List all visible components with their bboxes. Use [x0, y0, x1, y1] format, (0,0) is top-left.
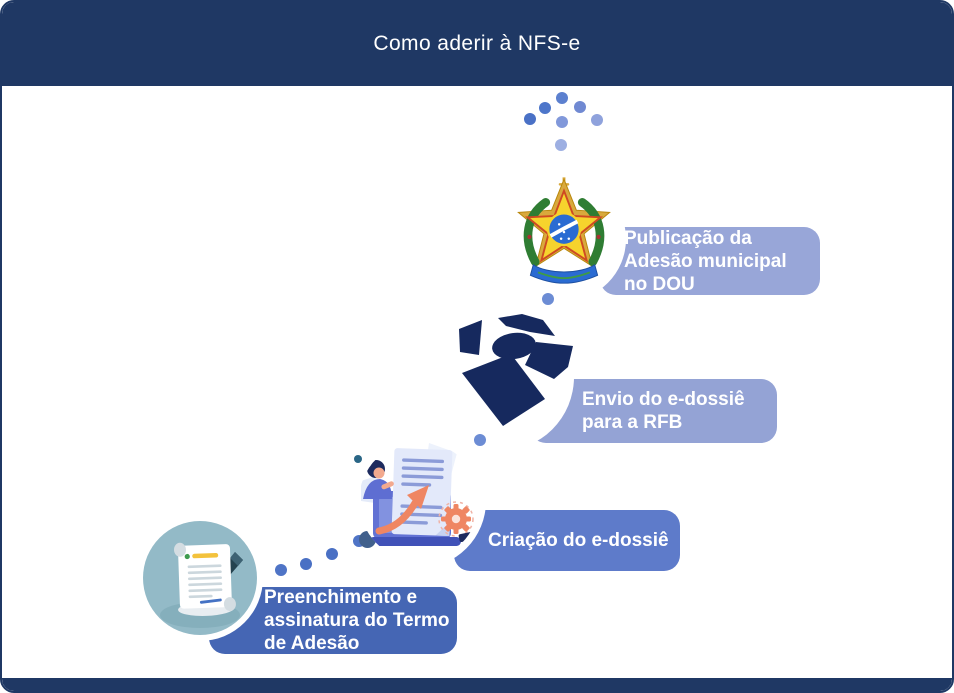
connector-dot [474, 434, 486, 446]
scroll-and-pen-icon [143, 521, 257, 635]
connector-dot [275, 564, 287, 576]
decorative-dot [539, 102, 551, 114]
rfb-logo-icon [456, 313, 574, 427]
decorative-dot [556, 92, 568, 104]
step-label-criacao: Criação do e-dossiê [454, 510, 680, 571]
footer-bar [2, 678, 952, 691]
step-label-line: Preenchimento e [264, 587, 418, 608]
brazil-coat-of-arms-icon [516, 174, 612, 294]
decorative-dot [524, 113, 536, 125]
step-label-line: Adesão municipal [624, 250, 787, 272]
decorative-dot [354, 455, 362, 463]
step-label-line: de Adesão [264, 633, 360, 654]
decorative-dot [591, 114, 603, 126]
header-bar: Como aderir à NFS-e [2, 2, 952, 86]
connector-dot [300, 558, 312, 570]
decorative-dot [556, 116, 568, 128]
step-label-publicacao: Publicação da Adesão municipal no DOU [600, 227, 820, 295]
document-creation-illustration-icon [359, 441, 479, 561]
decorative-dot [574, 101, 586, 113]
step-label-line: Criação do e-dossiê [488, 530, 669, 551]
connector-dot [326, 548, 338, 560]
step-label-line: no DOU [624, 273, 695, 295]
step-label-line: Envio do e-dossiê [582, 389, 745, 410]
step-label-line: Publicação da [624, 227, 752, 249]
connector-dot [542, 293, 554, 305]
page-title: Como aderir à NFS-e [373, 32, 581, 55]
decorative-dot [555, 139, 567, 151]
step-label-line: assinatura do Termo [264, 610, 450, 631]
step-label-envio: Envio do e-dossiê para a RFB [530, 379, 777, 443]
step-label-line: para a RFB [582, 412, 683, 433]
